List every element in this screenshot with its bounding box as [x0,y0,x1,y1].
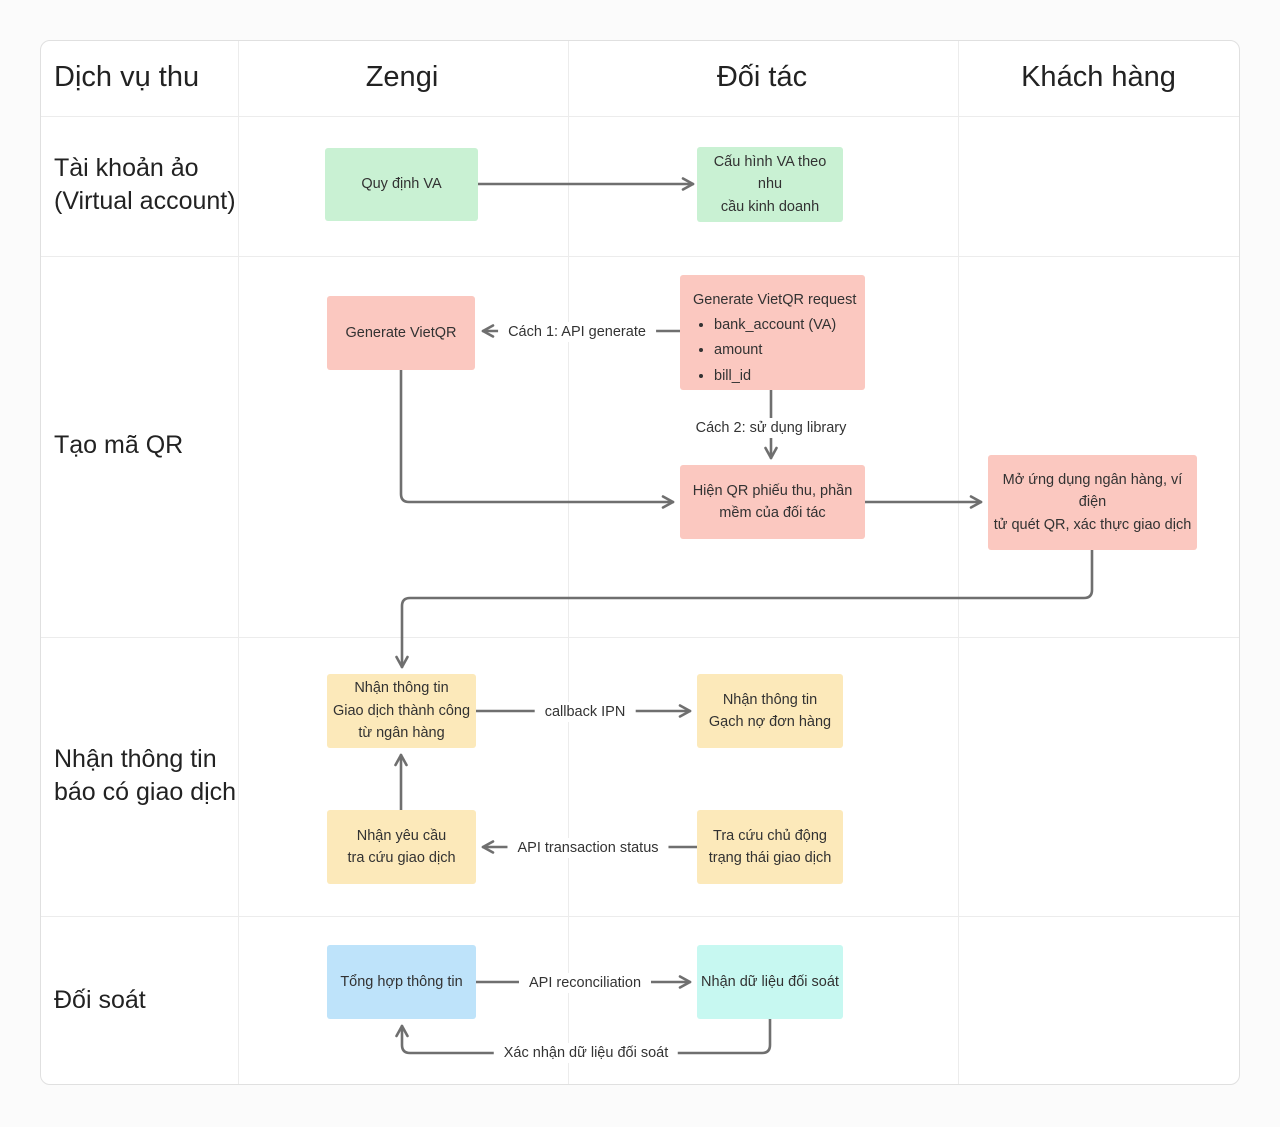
node-title: Generate VietQR request [693,292,857,308]
node-nhan-thong-tin-gach-no: Nhận thông tin Gạch nợ đơn hàng [697,674,843,748]
header-cell-service: Dịch vụ thu [54,61,200,93]
list-item: bill_id [714,366,857,387]
row-label-virtual-account: Tài khoản ảo (Virtual account) [54,154,236,215]
list-item: bank_account (VA) [714,315,857,336]
list-item: amount [714,340,857,361]
header-cell-customer: Khách hàng [1021,61,1176,93]
node-nhan-du-lieu: Nhận dữ liệu đối soát [697,945,843,1019]
node-generate-vietqr-request: Generate VietQR request bank_account (VA… [680,275,865,390]
node-quy-dinh-va: Quy định VA [325,148,478,221]
arrow-label-api-transaction-status: API transaction status [507,838,669,858]
arrow-label-callback-ipn: callback IPN [534,702,636,722]
arrow-label-cach-1: Cách 1: API generate [498,322,656,342]
node-cau-hinh-va: Cấu hình VA theo nhu cầu kinh doanh [697,147,843,222]
node-hien-qr: Hiện QR phiếu thu, phần mềm của đối tác [680,465,865,539]
node-mo-ung-dung: Mở ứng dụng ngân hàng, ví điện tử quét Q… [988,455,1197,550]
node-tong-hop: Tổng hợp thông tin [327,945,476,1019]
column-divider [238,41,239,1084]
arrow-label-cach-2: Cách 2: sử dụng library [685,418,857,438]
row-label-create-qr: Tạo mã QR [54,431,184,459]
column-divider [568,41,569,1084]
header-cell-zengi: Zengi [365,61,439,93]
row-divider [41,116,1239,117]
request-params-list: bank_account (VA) amount bill_id [693,315,857,386]
header-cell-partner: Đối tác [716,61,808,93]
row-divider [41,916,1239,917]
arrow-label-api-reconciliation: API reconciliation [518,973,652,993]
node-generate-vietqr: Generate VietQR [327,296,475,370]
row-label-payment-notice: Nhận thông tin báo có giao dịch [54,744,237,806]
node-tra-cuu-chu-dong: Tra cứu chủ động trạng thái giao dịch [697,810,843,884]
row-label-reconciliation: Đối soát [54,985,146,1014]
node-nhan-yeu-cau: Nhận yêu cầu tra cứu giao dịch [327,810,476,884]
row-divider [41,256,1239,257]
node-nhan-thong-tin-giao-dich: Nhận thông tin Giao dịch thành công từ n… [327,674,476,748]
column-divider [958,41,959,1084]
arrow-label-xac-nhan: Xác nhận dữ liệu đối soát [493,1043,679,1063]
